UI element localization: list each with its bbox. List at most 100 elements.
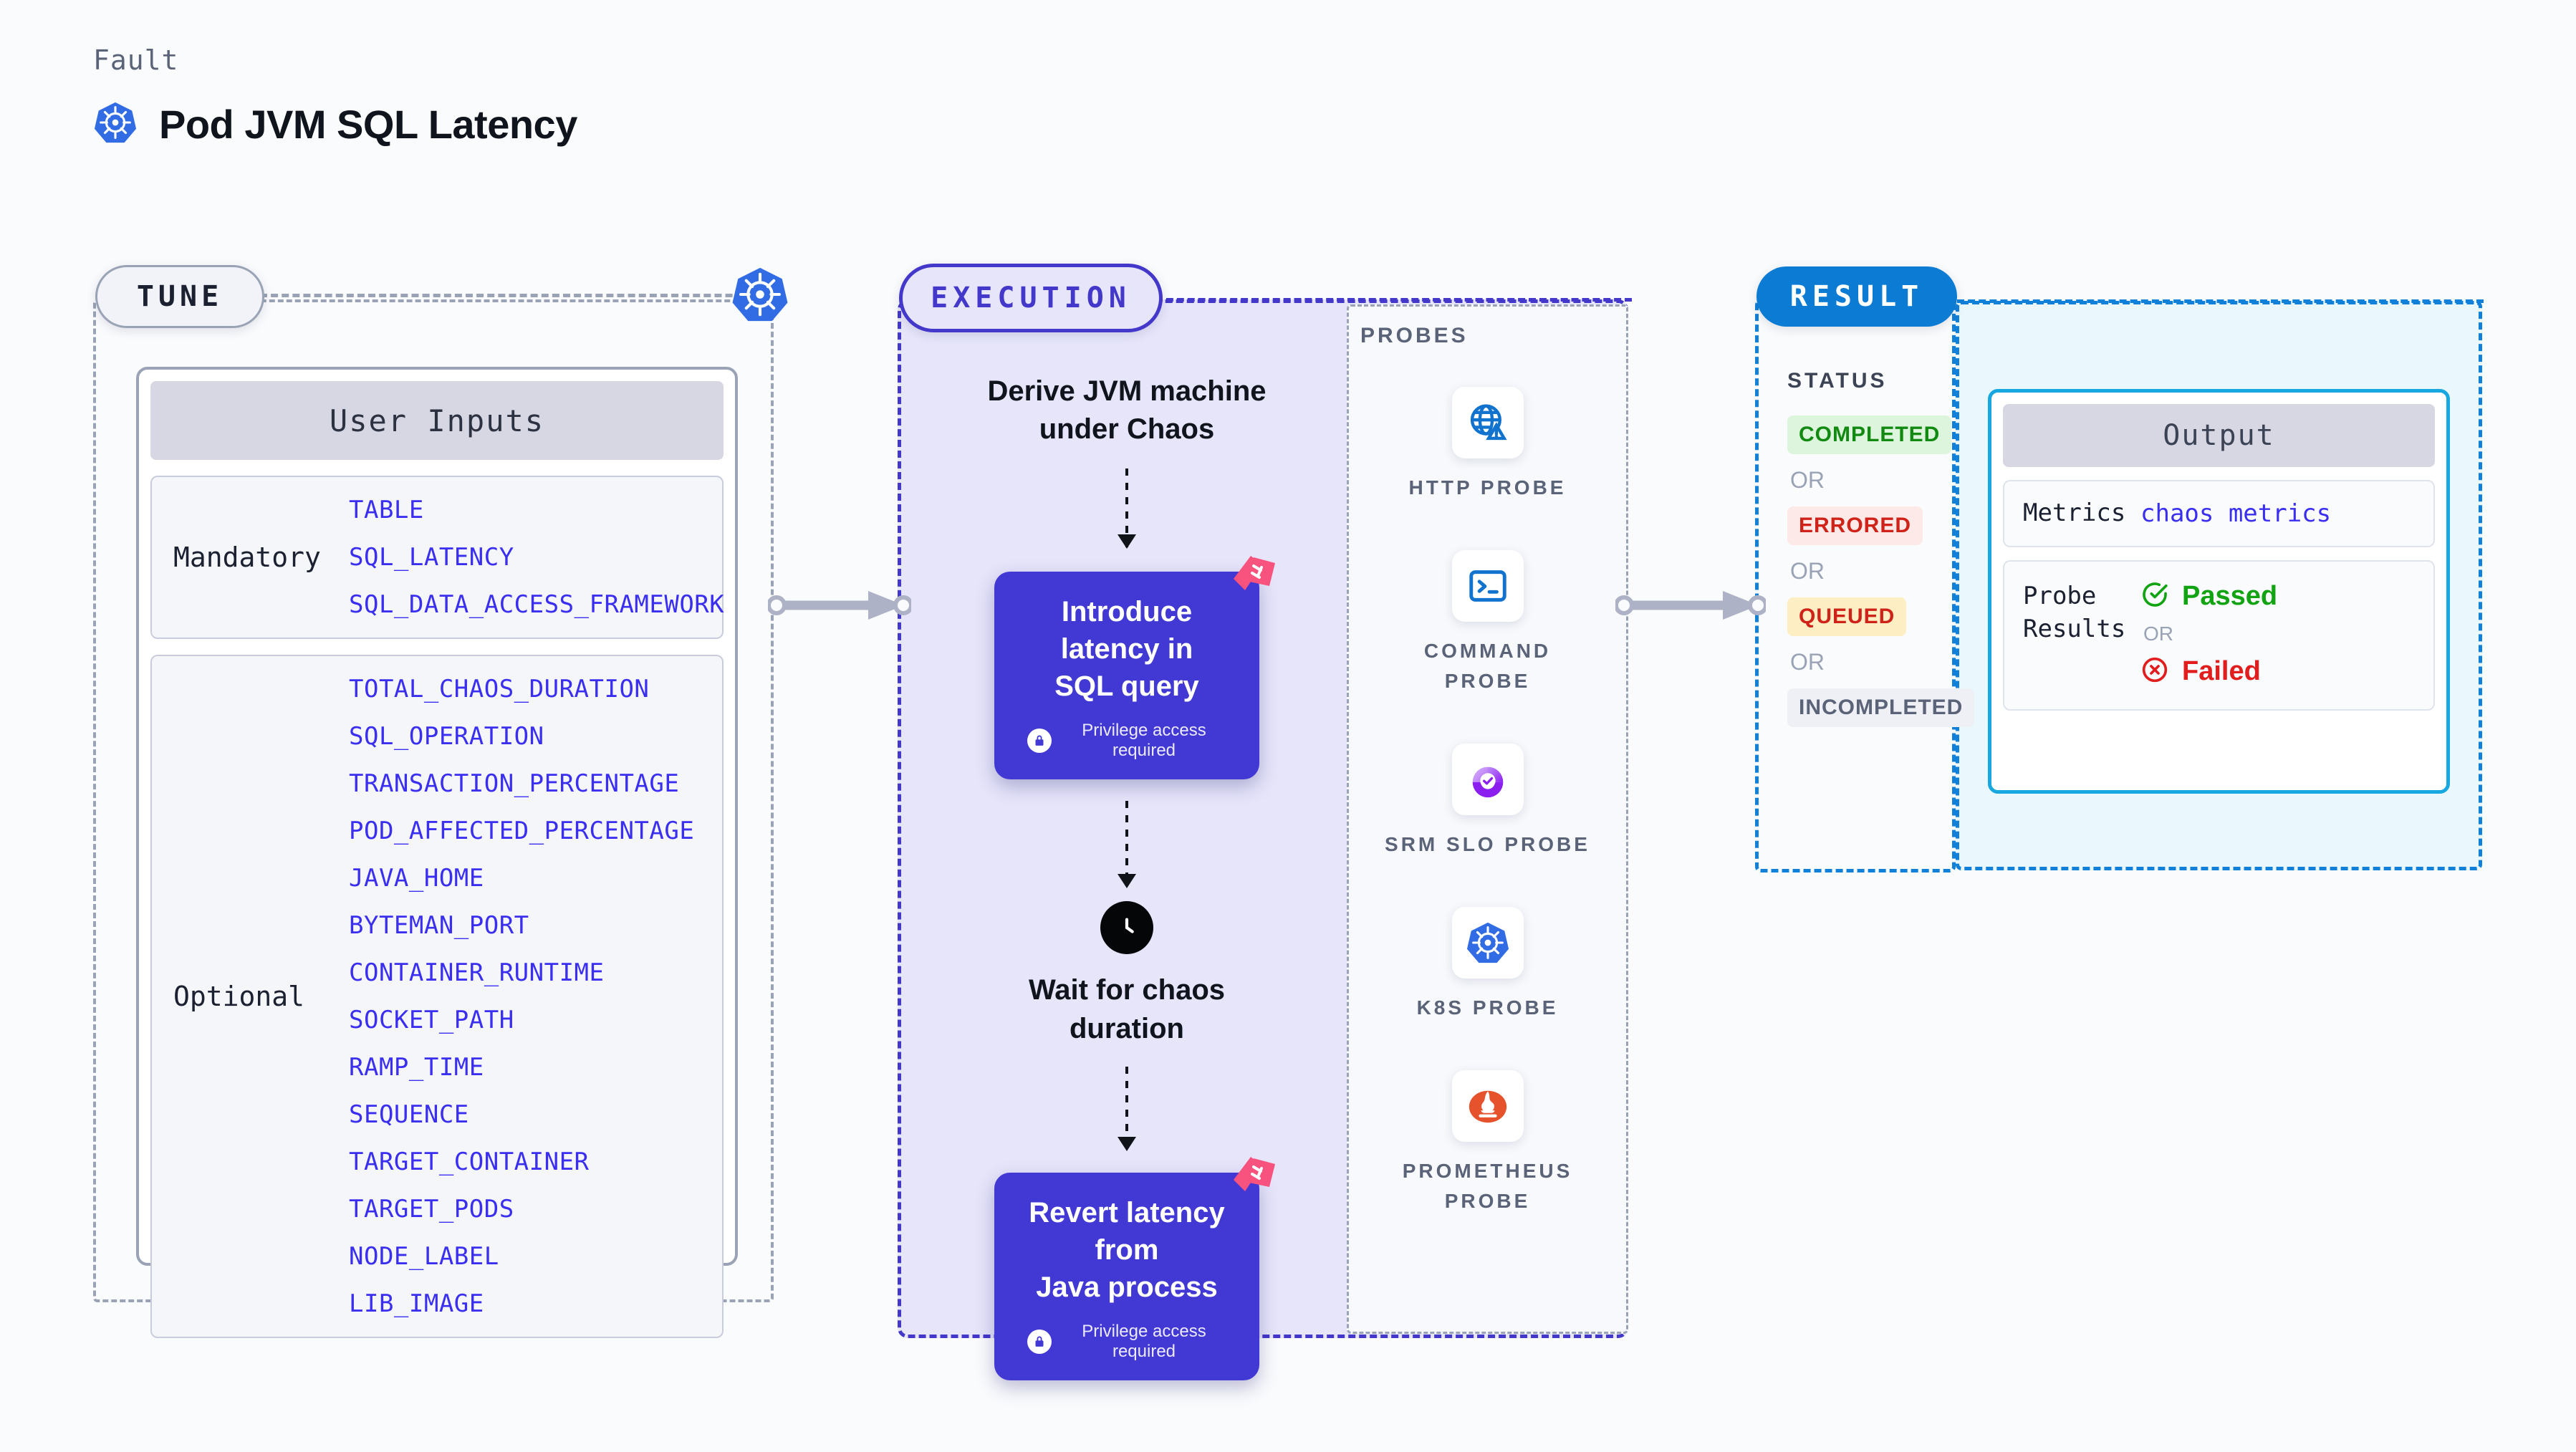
param-item[interactable]: SOCKET_PATH <box>349 1006 514 1034</box>
output-header: Output <box>2003 404 2435 467</box>
probe-item-http[interactable]: HTTP PROBE <box>1380 387 1595 503</box>
phase-badge-execution-label: EXECUTION <box>931 282 1131 314</box>
param-item[interactable]: JAVA_HOME <box>349 864 484 893</box>
probe-results-values: Passed OR Failed <box>2140 580 2277 688</box>
param-group-mandatory-list: TABLE SQL_LATENCY SQL_DATA_ACCESS_FRAMEW… <box>349 496 724 619</box>
probes-region <box>1347 304 1628 1334</box>
param-group-mandatory-label: Mandatory <box>173 542 321 573</box>
param-item[interactable]: TABLE <box>349 496 424 524</box>
probes-list: HTTP PROBE COMMAND PROBE <box>1347 387 1628 1216</box>
privilege-note: Privilege access required <box>1027 1322 1226 1362</box>
privilege-note-label: Privilege access required <box>1082 721 1206 761</box>
status-title: STATUS <box>1787 369 1888 393</box>
phase-badge-result-label: RESULT <box>1789 280 1924 313</box>
probe-item-k8s[interactable]: K8S PROBE <box>1380 907 1595 1023</box>
probe-item-command-label: COMMAND PROBE <box>1423 640 1552 692</box>
output-row-metrics: Metrics chaos metrics <box>2003 480 2435 547</box>
x-circle-icon <box>2140 655 2169 688</box>
phase-badge-execution[interactable]: EXECUTION <box>899 264 1163 332</box>
param-item[interactable]: TARGET_PODS <box>349 1195 514 1223</box>
param-item[interactable]: SQL_OPERATION <box>349 722 544 751</box>
param-item[interactable]: SEQUENCE <box>349 1100 469 1129</box>
kubernetes-icon <box>93 100 138 148</box>
probe-item-srm-slo-label: SRM SLO PROBE <box>1385 833 1590 855</box>
param-group-optional-label: Optional <box>173 981 305 1012</box>
probe-result-passed: Passed <box>2140 580 2277 612</box>
output-metrics-label: Metrics <box>2023 499 2126 527</box>
param-item[interactable]: TRANSACTION_PERCENTAGE <box>349 769 680 798</box>
user-inputs-title: User Inputs <box>329 403 545 438</box>
param-item[interactable]: POD_AFFECTED_PERCENTAGE <box>349 817 695 845</box>
param-item[interactable]: NODE_LABEL <box>349 1242 499 1271</box>
phase-badge-tune-label: TUNE <box>136 280 224 313</box>
probe-item-command[interactable]: COMMAND PROBE <box>1380 550 1595 696</box>
probe-result-failed: Failed <box>2140 655 2277 688</box>
probe-result-failed-label: Failed <box>2182 655 2261 686</box>
result-leader-line <box>1957 299 2484 303</box>
param-item[interactable]: TARGET_CONTAINER <box>349 1148 590 1176</box>
harness-ribbon-icon <box>1232 554 1277 595</box>
lock-icon <box>1027 1329 1052 1354</box>
status-list: COMPLETED OR ERRORED OR QUEUED OR INCOMP… <box>1787 415 1975 727</box>
privilege-note: Privilege access required <box>1027 721 1226 761</box>
param-item[interactable]: RAMP_TIME <box>349 1053 484 1082</box>
status-badge-queued: QUEUED <box>1787 597 1907 636</box>
status-badge-completed: COMPLETED <box>1787 415 1952 454</box>
param-item[interactable]: CONTAINER_RUNTIME <box>349 958 605 987</box>
fault-eyebrow-label: Fault <box>93 44 179 76</box>
param-group-optional-list: TOTAL_CHAOS_DURATION SQL_OPERATION TRANS… <box>349 675 694 1318</box>
kubernetes-icon <box>1451 907 1524 979</box>
output-metrics-value[interactable]: chaos metrics <box>2140 499 2332 528</box>
harness-ribbon-icon <box>1232 1155 1277 1196</box>
probe-item-k8s-label: K8S PROBE <box>1416 996 1559 1019</box>
probe-item-srm-slo[interactable]: SRM SLO PROBE <box>1380 744 1595 860</box>
probe-item-prometheus[interactable]: PROMETHEUS PROBE <box>1380 1070 1595 1216</box>
terminal-icon <box>1451 550 1524 622</box>
connector-tune-to-execution <box>766 587 913 623</box>
user-inputs-card: User Inputs Mandatory TABLE SQL_LATENCY … <box>136 367 738 1338</box>
status-or-label: OR <box>1790 649 1825 675</box>
probe-result-passed-label: Passed <box>2182 580 2278 611</box>
srm-slo-icon <box>1451 744 1524 815</box>
flow-arrow <box>1118 801 1136 889</box>
privilege-note-label: Privilege access required <box>1082 1321 1206 1361</box>
page-header: Fault Pod JVM SQL Latency <box>93 44 577 148</box>
phase-badge-result[interactable]: RESULT <box>1756 266 1957 327</box>
param-item[interactable]: LIB_IMAGE <box>349 1289 484 1318</box>
check-circle-icon <box>2140 580 2169 612</box>
param-item[interactable]: BYTEMAN_PORT <box>349 911 529 940</box>
page-title: Pod JVM SQL Latency <box>159 102 577 147</box>
prometheus-icon <box>1451 1070 1524 1142</box>
param-group-optional: Optional TOTAL_CHAOS_DURATION SQL_OPERAT… <box>150 655 724 1338</box>
kubernetes-icon <box>731 265 789 327</box>
tune-leader-line <box>260 294 776 297</box>
connector-execution-to-result <box>1614 587 1768 623</box>
param-item[interactable]: TOTAL_CHAOS_DURATION <box>349 675 650 703</box>
globe-warning-icon <box>1451 387 1524 458</box>
lock-icon <box>1027 729 1052 754</box>
probe-item-prometheus-label: PROMETHEUS PROBE <box>1402 1160 1573 1212</box>
probes-title: PROBES <box>1360 324 1469 347</box>
fault-title-row: Pod JVM SQL Latency <box>93 100 577 148</box>
status-or-label: OR <box>1790 467 1825 493</box>
param-item[interactable]: SQL_DATA_ACCESS_FRAMEWORK <box>349 590 725 619</box>
status-badge-errored: ERRORED <box>1787 506 1923 545</box>
probe-result-or-label: OR <box>2143 622 2173 645</box>
clock-icon <box>1100 901 1153 955</box>
param-group-mandatory: Mandatory TABLE SQL_LATENCY SQL_DATA_ACC… <box>150 476 724 639</box>
phase-badge-tune[interactable]: TUNE <box>95 265 264 328</box>
param-item[interactable]: SQL_LATENCY <box>349 543 514 572</box>
user-inputs-header: User Inputs <box>150 381 724 460</box>
execution-leader-line <box>1155 298 1632 302</box>
